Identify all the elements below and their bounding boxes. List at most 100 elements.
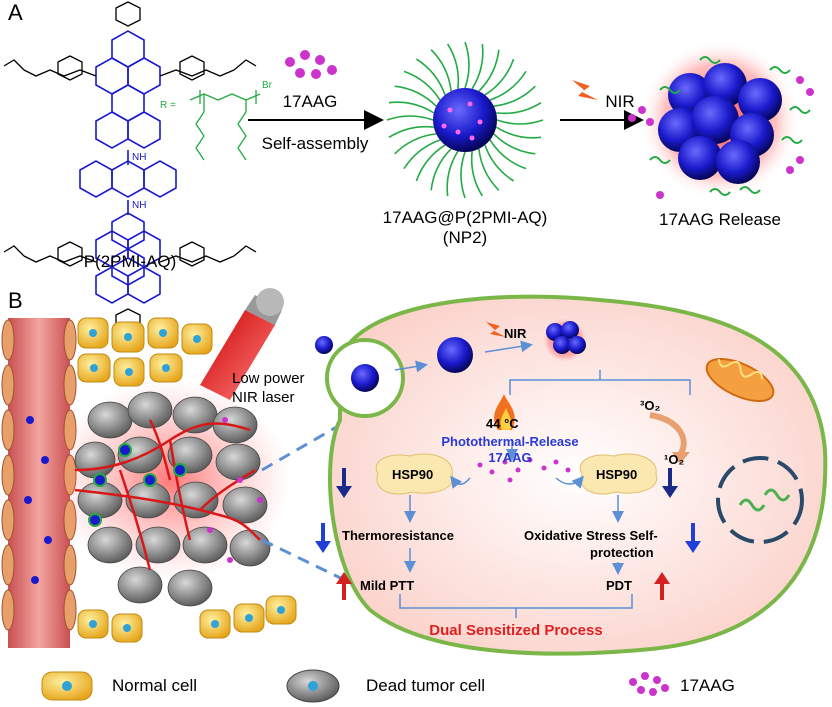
br-label: Br	[262, 80, 272, 91]
hsp90-right-label: HSP90	[596, 467, 638, 482]
temperature-label: 44 °C	[486, 416, 519, 431]
nanoparticle-cluster-b	[541, 316, 589, 364]
up-arrow-ptt	[336, 572, 352, 600]
polymer-chain	[495, 126, 542, 139]
polymer-chain	[430, 49, 452, 92]
down-arrow-oxidative	[685, 523, 701, 553]
nanoparticle-outside	[315, 336, 333, 354]
nanoparticle-vesicle	[351, 364, 379, 392]
dual-process-label: Dual Sensitized Process	[429, 622, 603, 639]
released-drug-dots	[477, 457, 571, 483]
polymer-chain	[484, 144, 515, 182]
polymer-chain	[446, 150, 459, 197]
legend-tumor-cell-icon	[286, 669, 340, 703]
polymer-chain	[403, 70, 441, 101]
self-assembly-label: Self-assembly	[261, 134, 369, 153]
nanoparticle-label-line2: (NP2)	[442, 228, 488, 247]
polymer-chain	[460, 151, 466, 199]
nir-label-b: NIR	[504, 326, 527, 341]
oxygen-conversion-arrow	[649, 412, 687, 457]
blood-vessel	[1, 318, 77, 648]
polymer-chain	[484, 58, 515, 96]
hsp90-left-blob	[375, 453, 454, 495]
triplet-oxygen-label: ³O₂	[640, 398, 661, 413]
up-arrow-pdt	[654, 572, 670, 600]
hsp90-left-label: HSP90	[392, 467, 434, 482]
oxidative-label-line1: Oxidative Stress Self-	[524, 528, 658, 543]
panel-a-letter: A	[8, 0, 23, 25]
laser-label-line1: Low power	[232, 370, 305, 387]
drug-molecules-cluster	[285, 50, 337, 79]
legend-drug-icon	[629, 672, 669, 696]
photothermal-label-line1: Photothermal-Release	[441, 434, 579, 449]
zoom-line-top	[261, 423, 341, 472]
inhibit-right-arrow	[555, 475, 584, 489]
lightning-icon-b	[486, 322, 506, 337]
molecule-label: P(2PMI-AQ)	[83, 252, 177, 271]
nh-label-top: NH	[132, 152, 147, 163]
laser-device	[200, 288, 284, 400]
polymer-chain	[388, 101, 435, 114]
polymer-chain	[415, 58, 446, 96]
nucleus-icon	[716, 456, 804, 544]
down-arrow-hsp-right	[662, 468, 678, 498]
release-label: 17AAG Release	[659, 210, 781, 229]
r-group-label: R =	[160, 100, 176, 111]
polymer-chain	[415, 144, 446, 182]
legend-drug-label: 17AAG	[680, 676, 735, 695]
chemical-structure	[79, 30, 177, 304]
nir-label-a: NIR	[605, 92, 635, 111]
polymer-chain	[430, 148, 452, 191]
polymer-chain	[493, 85, 536, 107]
flame-icon	[494, 394, 515, 430]
polymer-chain	[470, 151, 484, 197]
polymer-chain	[446, 43, 460, 89]
nanoparticle-label-line1: 17AAG@P(2PMI-AQ)	[382, 208, 548, 227]
polymer-chain	[403, 139, 441, 170]
pdt-label: PDT	[606, 578, 632, 593]
mitochondrion-icon	[705, 357, 775, 403]
polymer-chain	[496, 119, 544, 125]
normal-cells-top	[77, 317, 213, 387]
polymer-chain	[386, 115, 434, 121]
laser-label-line2: NIR laser	[232, 389, 295, 406]
polymer-chain	[478, 49, 500, 92]
legend-tumor-cell-label: Dead tumor cell	[366, 676, 486, 695]
nanoparticle-np2	[386, 41, 544, 199]
zoom-line-bottom	[261, 538, 387, 602]
r-group-structure	[189, 90, 261, 161]
polymer-chain	[464, 41, 470, 89]
tumor-mass	[50, 380, 290, 607]
polymer-chain	[489, 139, 527, 170]
mild-ptt-label: Mild PTT	[360, 578, 415, 593]
uptake-arrow	[394, 360, 428, 373]
polymer-chain	[478, 148, 500, 191]
drug-label-a: 17AAG	[282, 92, 338, 111]
thermoresistance-label: Thermoresistance	[342, 528, 454, 543]
down-arrow-hsp-left	[336, 468, 352, 498]
hsp90-right-blob	[579, 453, 658, 495]
inhibit-left-arrow	[450, 475, 471, 489]
polymer-chain	[394, 133, 437, 155]
down-arrow-thermoresistance	[315, 523, 331, 553]
photothermal-label-line2: 17AAG	[488, 450, 532, 465]
singlet-oxygen-label: ¹O₂	[664, 452, 685, 467]
polymer-chain	[493, 133, 536, 155]
polymer-chain	[489, 70, 527, 101]
polymer-chain	[496, 101, 542, 115]
lightning-icon	[572, 80, 598, 100]
nir-activation-arrow	[484, 340, 533, 353]
oxygen-arrow-head	[672, 452, 690, 464]
polymer-chain	[471, 43, 484, 90]
oxidative-label-line2: protection	[590, 545, 654, 560]
legend-normal-cell-label: Normal cell	[112, 676, 198, 695]
released-nanoparticle-cluster	[628, 40, 814, 200]
normal-cells-bottom	[77, 595, 297, 643]
panel-b-letter: B	[8, 288, 23, 313]
nh-label-bottom: NH	[132, 200, 147, 211]
polymer-chain	[394, 85, 437, 107]
legend-normal-cell-icon	[41, 671, 93, 701]
polymer-chain	[388, 125, 434, 139]
nanoparticle-cytoplasm	[437, 337, 473, 373]
